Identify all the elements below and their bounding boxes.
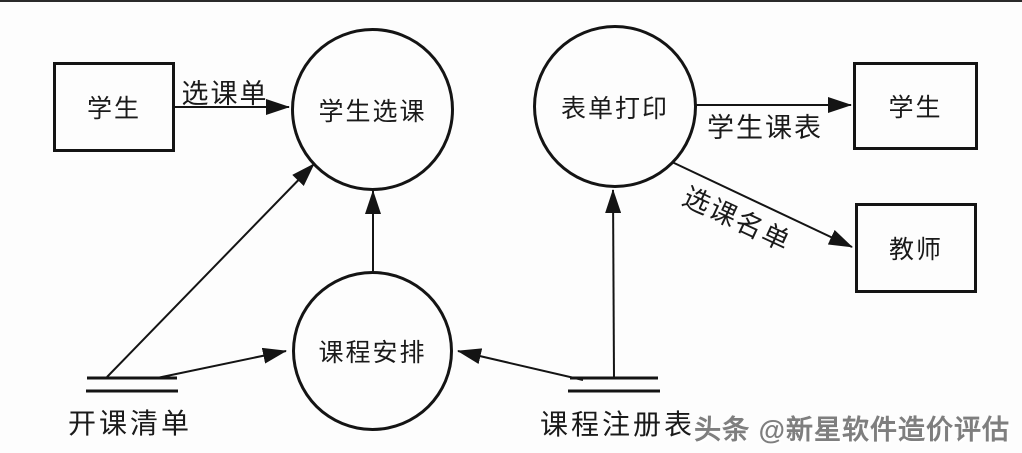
flow-label-student-timetable: 学生课表 (707, 113, 823, 143)
entity-student-left-label: 学生 (86, 95, 141, 123)
process-course-scheduling: 课程安排 (292, 271, 453, 431)
flow-label-selection-form: 选课单 (181, 79, 269, 109)
process-course-scheduling-label: 课程安排 (318, 339, 427, 367)
top-border-line (0, 0, 1022, 2)
process-student-course-selection: 学生选课 (291, 28, 454, 191)
flow-printing-to-teacher (671, 161, 853, 248)
process-student-course-selection-label: 学生选课 (318, 97, 427, 126)
entity-student-left: 学生 (53, 62, 175, 152)
watermark-text: 头条 @新星软件造价评估 (694, 415, 1010, 445)
flow-offering-to-selection (106, 163, 315, 378)
datastore-registration-label: 课程注册表 (539, 409, 695, 440)
process-form-printing-label: 表单打印 (560, 94, 669, 123)
flow-registration-to-scheduling (457, 348, 584, 381)
process-form-printing: 表单打印 (533, 25, 697, 188)
entity-teacher: 教师 (855, 203, 977, 293)
entity-teacher-label: 教师 (888, 236, 943, 264)
entity-student-right-label: 学生 (888, 94, 943, 122)
datastore-offering-label: 开课清单 (67, 408, 192, 439)
entity-student-right: 学生 (853, 62, 978, 150)
flow-registration-to-printing (605, 189, 622, 379)
flow-offering-to-scheduling (156, 347, 287, 379)
